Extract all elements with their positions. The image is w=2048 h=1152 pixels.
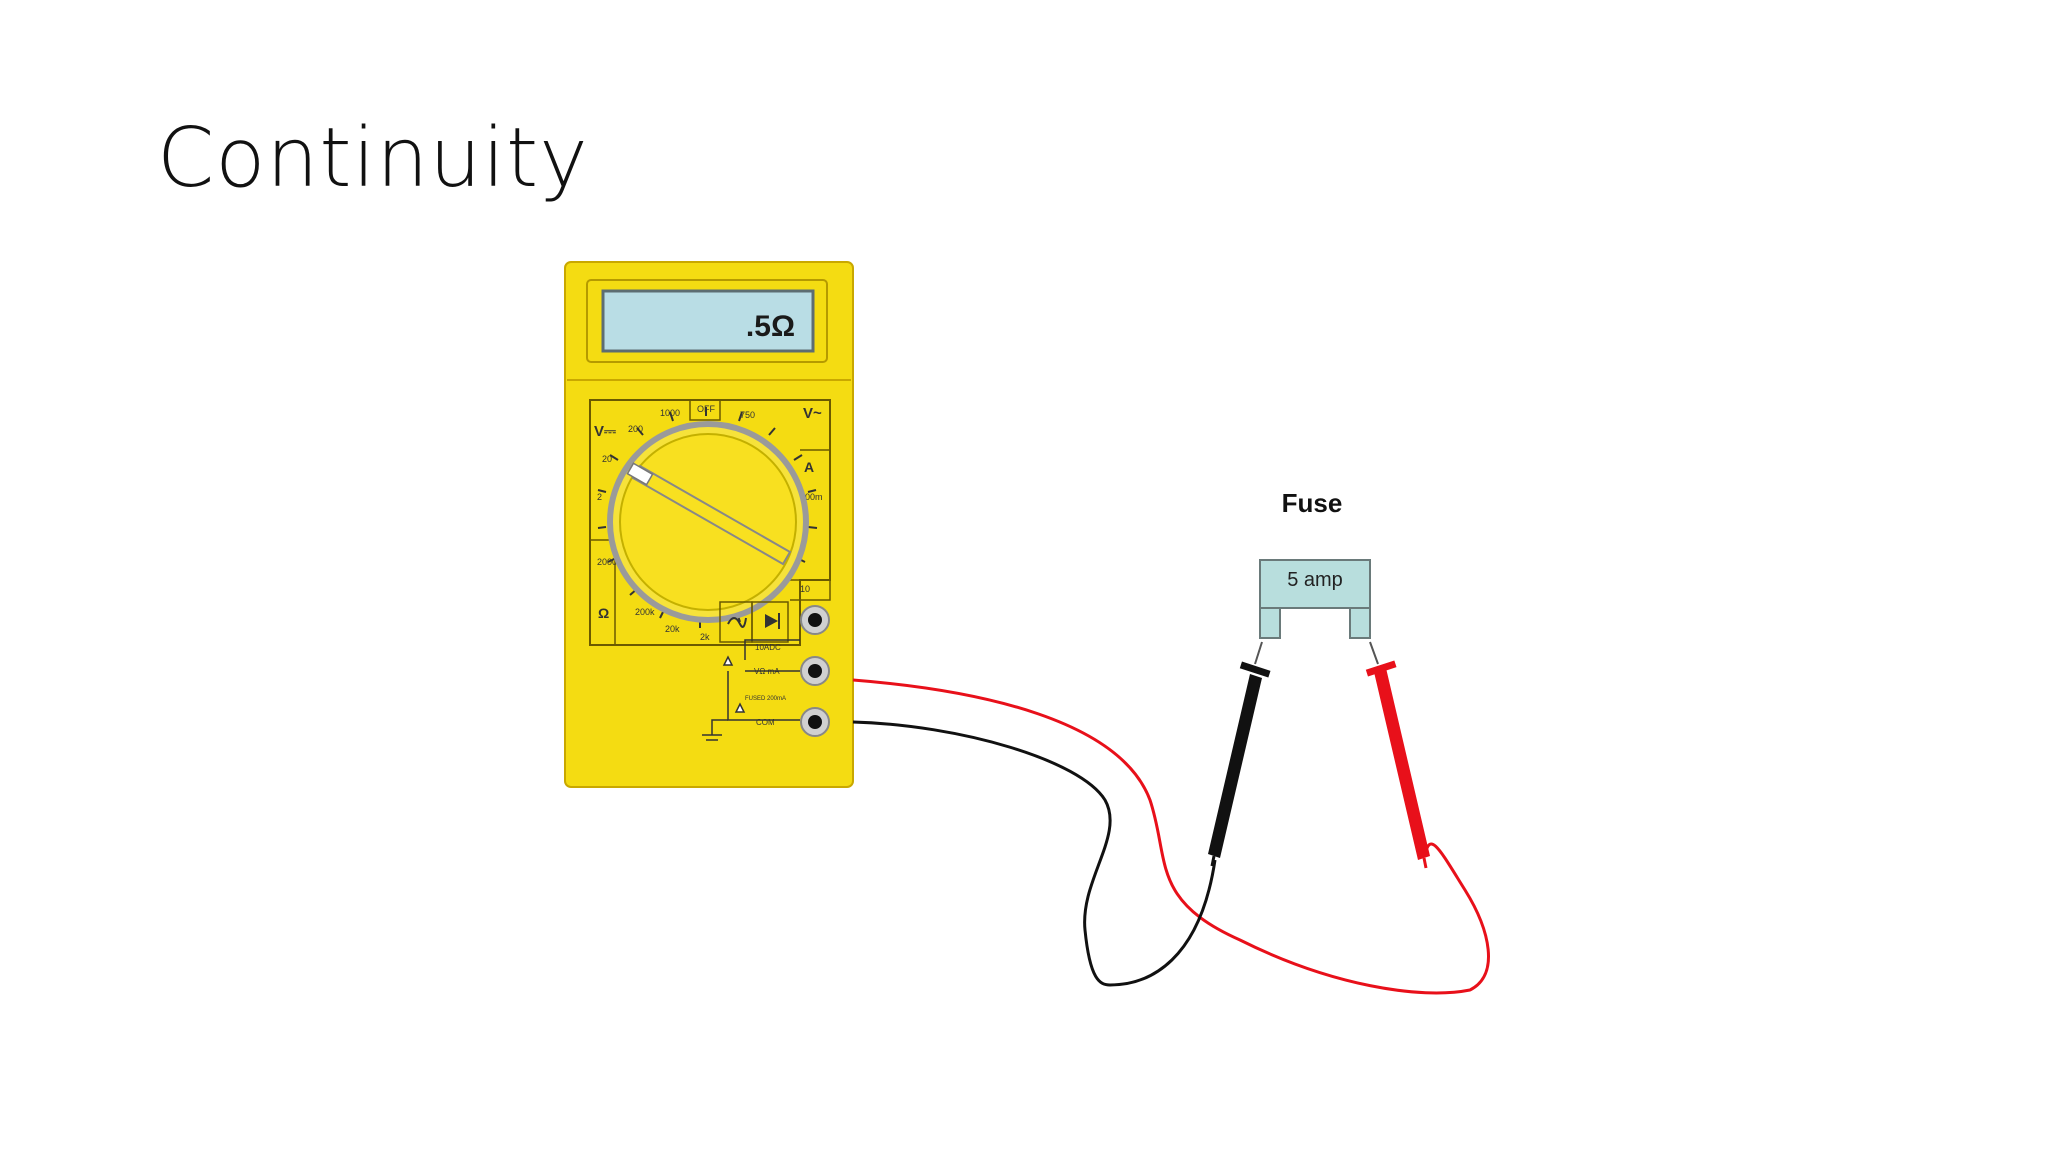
label-1000: 1000 [660, 408, 680, 418]
label-20k: 20k [665, 624, 680, 634]
multimeter: .5Ω [564, 261, 854, 788]
label-v-dc: V⎓ [594, 423, 616, 440]
black-test-lead [852, 720, 1217, 987]
label-ohms: Ω [598, 605, 609, 621]
knob-pointer [626, 462, 792, 566]
label-amps: A [804, 459, 814, 475]
label-200: 200 [628, 424, 643, 434]
jack-wiring [702, 639, 800, 741]
label-v-ac: V~ [803, 405, 822, 422]
jack-com[interactable] [800, 707, 830, 737]
jack-10a[interactable] [800, 605, 830, 635]
label-2k: 2k [700, 632, 710, 642]
red-probe[interactable] [1365, 641, 1430, 869]
dial-labels: V⎓ V~ A Ω 1000 200 20 2 2000k 200k 20k 2… [594, 404, 823, 642]
fuse-note: FUSED 200mA [745, 696, 786, 702]
label-jack-com: COM [756, 718, 775, 727]
label-2000k: 2000k [597, 557, 622, 567]
label-off: OFF [697, 404, 715, 414]
fuse-rating: 5 amp [1287, 569, 1343, 591]
diode-icon [765, 614, 778, 628]
display-reading: .5Ω [746, 310, 795, 343]
slide-title: Continuity [157, 111, 589, 206]
label-10: 10 [800, 584, 810, 594]
function-icons [719, 601, 789, 643]
label-jack-10a: 10ADC [755, 643, 781, 652]
label-200k: 200k [635, 607, 655, 617]
label-2: 2 [597, 492, 602, 502]
black-probe[interactable] [1208, 641, 1271, 867]
lcd-display [601, 289, 815, 353]
fuse-label: Fuse [1282, 488, 1343, 518]
label-750: 750 [740, 410, 755, 420]
label-200m: 200m [800, 492, 823, 502]
label-20: 20 [602, 454, 612, 464]
jack-vma[interactable] [800, 656, 830, 686]
continuity-icon [727, 617, 747, 628]
fuse: Fuse 5 amp [1259, 488, 1371, 639]
fuse-terminal-left [1259, 607, 1281, 639]
fuse-body [1259, 559, 1371, 609]
fuse-terminal-right [1349, 607, 1371, 639]
display-bezel [586, 279, 828, 363]
red-test-lead [852, 678, 1490, 995]
